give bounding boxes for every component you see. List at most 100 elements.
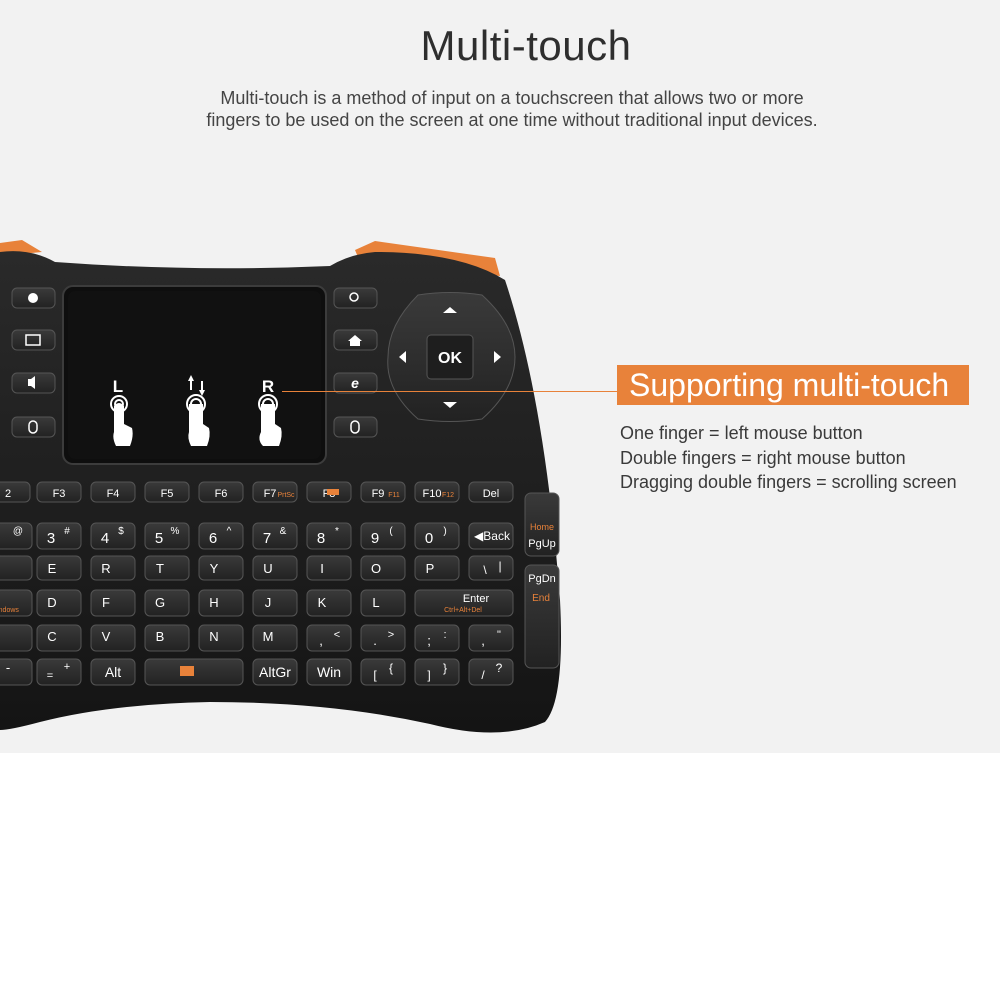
key-letter <box>144 555 190 581</box>
key-label: H <box>209 595 218 610</box>
key-label: Y <box>210 561 219 576</box>
key-label: = <box>47 670 53 682</box>
key-number <box>36 522 82 550</box>
touchpad-left-label: L <box>113 377 123 396</box>
key-label: AltGr <box>259 664 291 680</box>
key-shift-label: > <box>388 629 394 641</box>
browser-icon: e <box>351 375 359 391</box>
feature-list: One finger = left mouse button Double fi… <box>620 421 957 495</box>
key-letter <box>198 589 244 617</box>
key-label: / <box>481 668 485 682</box>
key-shift-label: : <box>443 629 446 641</box>
keyboard-illustration: L R e OK <box>0 240 561 733</box>
subtitle-line-1: Multi-touch is a method of input on a to… <box>220 88 804 108</box>
ok-button <box>426 334 474 380</box>
key-label: 6 <box>209 530 217 547</box>
pgdn-end-key <box>524 564 560 669</box>
key-punctuation <box>360 624 406 652</box>
callout-line <box>282 391 618 392</box>
key-shift-label: ? <box>496 661 503 675</box>
key-label: M <box>263 629 274 644</box>
key-number <box>306 522 352 550</box>
home-label: Home <box>530 522 554 532</box>
key-punctuation <box>414 624 460 652</box>
key-label: - <box>6 660 10 675</box>
key-letter <box>0 555 33 581</box>
key-label: ◀Back <box>474 529 511 543</box>
key-letter <box>252 589 298 617</box>
key-label: F4 <box>107 488 120 500</box>
key-label: F5 <box>161 488 174 500</box>
arrow-left-icon <box>399 351 406 363</box>
key-sublabel: F12 <box>442 492 454 499</box>
arrow-right-icon <box>494 351 501 363</box>
key-label: L <box>372 595 379 610</box>
key-label: \ <box>483 563 487 577</box>
dpad: OK <box>387 292 516 422</box>
key-label: G <box>155 595 165 610</box>
key-shift-label: + <box>64 661 70 673</box>
key-win <box>306 658 352 686</box>
arrow-down-icon <box>443 402 457 408</box>
key-del <box>468 481 514 503</box>
home-icon <box>348 335 362 346</box>
key-bracket-right <box>414 658 460 686</box>
f8-function-icon <box>327 489 339 495</box>
key-label: I <box>320 561 324 576</box>
key-punctuation <box>468 624 514 652</box>
key-f5 <box>144 481 190 503</box>
key-letter <box>36 624 82 652</box>
key-label: , <box>319 633 323 648</box>
key-label: ] <box>427 668 430 682</box>
key-letter <box>360 589 406 617</box>
key-letter <box>306 555 352 581</box>
media-play-icon <box>28 293 38 303</box>
key-label: 5 <box>155 530 163 547</box>
key-f4 <box>90 481 136 503</box>
key-punctuation <box>306 624 352 652</box>
touchpad-right-label: R <box>262 377 274 396</box>
key-label: 3 <box>47 530 55 547</box>
right-media-keys: e <box>333 287 378 438</box>
key-number <box>360 522 406 550</box>
ok-label: OK <box>438 350 462 367</box>
key-label: F9 <box>372 488 385 500</box>
key-label: T <box>156 561 164 576</box>
key-letter <box>144 624 190 652</box>
subtitle-line-2: fingers to be used on the screen at one … <box>206 110 818 130</box>
key-f7 <box>252 481 298 503</box>
key-label: 7 <box>263 530 271 547</box>
search-icon <box>349 292 359 302</box>
key-letter <box>90 589 136 617</box>
key-label: J <box>265 595 272 610</box>
key-letter <box>90 555 136 581</box>
key-f10 <box>414 481 460 503</box>
key-shift-label: | <box>498 559 501 573</box>
key-label: . <box>373 633 377 648</box>
key-shift-label: * <box>335 526 339 537</box>
key-label: Alt <box>105 664 121 680</box>
key-number <box>252 522 298 550</box>
left-media-keys <box>11 287 56 438</box>
key-f9 <box>360 481 406 503</box>
key-label: Del <box>483 488 500 500</box>
key-slash <box>468 658 514 686</box>
feature-item: Dragging double fingers = scrolling scre… <box>620 472 957 492</box>
page-subtitle: Multi-touch is a method of input on a to… <box>180 87 844 131</box>
key-shift-label: " <box>497 629 501 641</box>
key-label: 9 <box>371 530 379 547</box>
key-number <box>0 522 33 550</box>
key-2 <box>0 481 31 503</box>
key-letter <box>0 624 33 652</box>
mail-icon <box>25 334 41 346</box>
key-letter <box>306 589 352 617</box>
key-sublabel: F11 <box>388 492 400 499</box>
feature-item: One finger = left mouse button <box>620 423 863 443</box>
key-label: R <box>101 561 110 576</box>
feature-item: Double fingers = right mouse button <box>620 447 906 468</box>
mouse-icon <box>28 420 38 434</box>
two-finger-right-hand-icon <box>259 404 282 446</box>
key-label: N <box>209 629 218 644</box>
key-equals <box>36 658 82 686</box>
key-backslash <box>468 555 514 581</box>
